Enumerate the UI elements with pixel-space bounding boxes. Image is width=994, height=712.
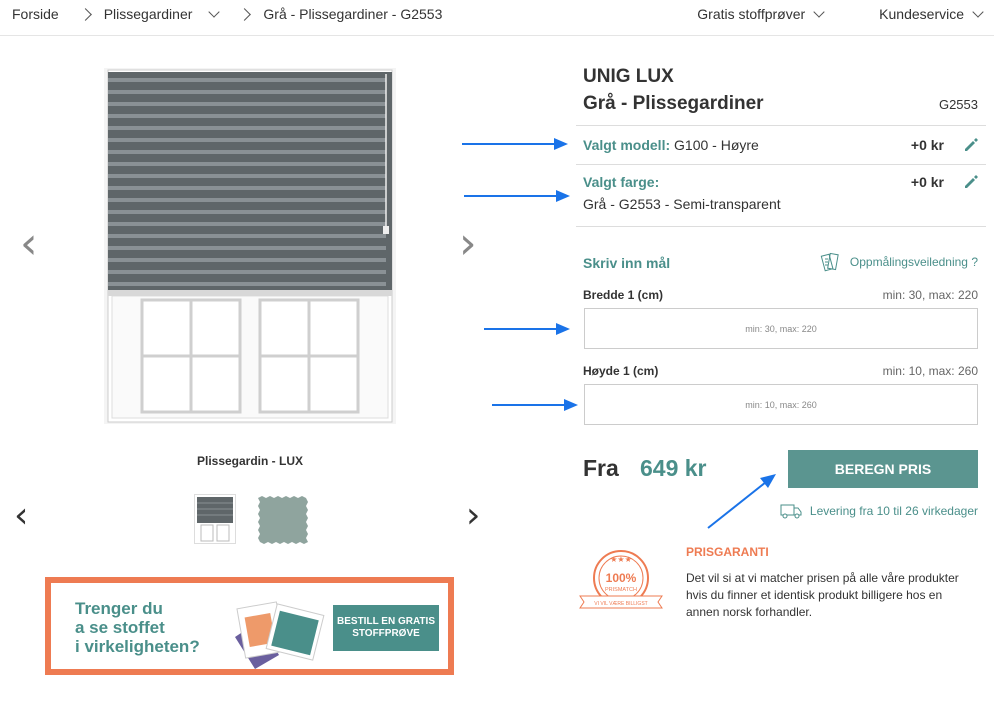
gallery-next-arrow[interactable]: ›	[459, 218, 477, 269]
divider	[576, 125, 986, 126]
delivery-truck-icon	[780, 504, 802, 519]
model-price-delta: +0 kr	[910, 137, 944, 153]
selected-color-label: Valgt farge:	[583, 174, 660, 190]
svg-text:VI VIL VÆRE BILLIGST: VI VIL VÆRE BILLIGST	[594, 601, 647, 607]
svg-text:★★★: ★★★	[610, 555, 632, 564]
delivery-info: Levering fra 10 til 26 virkedager	[780, 503, 978, 519]
divider	[576, 226, 986, 227]
ruler-icon	[820, 252, 839, 272]
chevron-right-icon	[78, 7, 92, 21]
height-input[interactable]	[584, 384, 978, 425]
thumbnail-product[interactable]	[194, 494, 236, 544]
width-label: Bredde 1 (cm)	[583, 288, 664, 302]
product-image	[104, 68, 396, 424]
selected-model: Valgt modell: G100 - Høyre	[583, 137, 759, 153]
measure-title: Skriv inn mål	[583, 255, 671, 271]
annotation-arrow	[492, 399, 578, 411]
price-value: 649 kr	[640, 455, 707, 481]
chevron-down-icon[interactable]	[208, 6, 221, 18]
free-samples-label: Gratis stoffprøver	[697, 6, 806, 22]
order-sample-button[interactable]: BESTILL EN GRATIS STOFFPRØVE	[333, 605, 439, 651]
thumbnail-fabric[interactable]	[256, 494, 308, 544]
annotation-arrow	[707, 474, 776, 529]
divider	[576, 164, 986, 165]
fabric-swatches-illustration	[235, 601, 325, 669]
product-sku: G2553	[938, 97, 978, 112]
calculate-price-button[interactable]: BEREGN PRIS	[788, 450, 978, 488]
breadcrumb: Forside Plissegardiner Grå - Plissegardi…	[12, 6, 442, 22]
image-caption: Plissegardin - LUX	[196, 454, 304, 468]
product-brand: UNIG LUX	[583, 66, 674, 87]
width-hint: min: 30, max: 220	[882, 288, 978, 302]
chevron-down-icon	[813, 6, 825, 18]
chevron-right-icon	[238, 7, 252, 21]
annotation-arrow	[464, 190, 570, 202]
width-input[interactable]	[584, 308, 978, 349]
breadcrumb-category[interactable]: Plissegardiner	[103, 6, 193, 22]
svg-text:PRISMATCH: PRISMATCH	[605, 587, 637, 593]
price-guarantee-title: PRISGARANTI	[686, 545, 769, 559]
annotation-arrow	[484, 323, 570, 335]
selected-color-value: Grå - G2553 - Semi-transparent	[583, 196, 781, 212]
svg-text:100%: 100%	[606, 571, 637, 585]
thumbs-next-arrow[interactable]: ›	[466, 495, 481, 536]
free-samples-menu[interactable]: Gratis stoffprøver	[697, 6, 825, 22]
breadcrumb-home[interactable]: Forside	[12, 6, 59, 22]
breadcrumb-current: Grå - Plissegardiner - G2553	[263, 6, 443, 22]
gallery-prev-arrow[interactable]: ‹	[20, 218, 38, 269]
edit-color-pencil-icon[interactable]	[962, 173, 980, 191]
fabric-sample-banner: Trenger du a se stoffet i virkeligheten?…	[45, 577, 454, 675]
customer-service-menu[interactable]: Kundeservice	[879, 6, 984, 22]
price-guarantee-text: Det vil si at vi matcher prisen på alle …	[686, 571, 959, 619]
height-hint: min: 10, max: 260	[882, 364, 978, 378]
banner-text: Trenger du a se stoffet i virkeligheten?	[75, 599, 200, 656]
chevron-down-icon	[972, 6, 984, 18]
color-price-delta: +0 kr	[910, 174, 944, 190]
thumbs-prev-arrow[interactable]: ‹	[14, 495, 29, 536]
from-label: Fra	[583, 455, 619, 481]
price-match-badge: ★★★ 100% PRISMATCH VI VIL VÆRE BILLIGST	[579, 550, 663, 609]
height-label: Høyde 1 (cm)	[583, 364, 659, 378]
customer-service-label: Kundeservice	[879, 6, 964, 22]
top-bar: Forside Plissegardiner Grå - Plissegardi…	[0, 0, 994, 36]
edit-model-pencil-icon[interactable]	[962, 136, 980, 154]
annotation-arrow	[462, 138, 568, 150]
measuring-guide-link[interactable]: Oppmålingsveiledning ?	[820, 252, 978, 272]
product-title: Grå - Plissegardiner	[583, 93, 764, 114]
